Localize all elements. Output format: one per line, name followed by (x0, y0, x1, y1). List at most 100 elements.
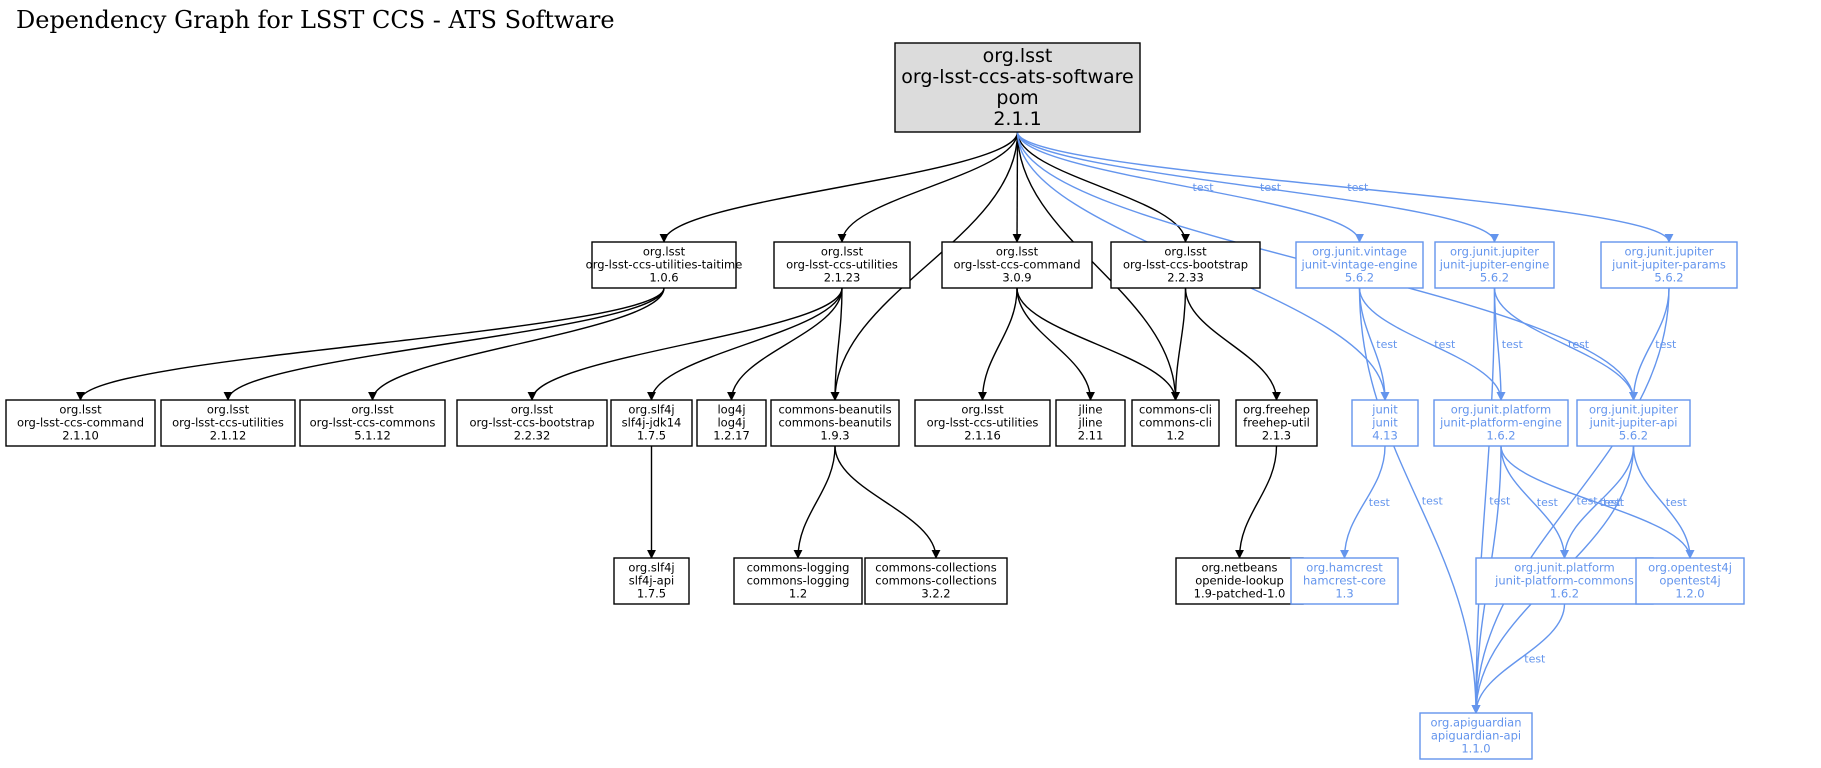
node-label-line: org.lsst (821, 245, 864, 259)
edge-vintage-engine-to-apiguardian (1358, 287, 1481, 714)
node-label-line: apiguardian-api (1431, 729, 1521, 743)
node-box (864, 557, 1008, 605)
node-box (610, 399, 693, 447)
node-label-line: 2.1.23 (824, 271, 861, 285)
edge-label: test (1524, 653, 1546, 666)
edge-freehep-util-to-openide-lookup (1235, 445, 1278, 559)
node-label-line: org.lsst (1164, 245, 1207, 259)
edge-label: test (1666, 496, 1688, 509)
edge-jupiter-api-to-opentest4j (1632, 445, 1695, 559)
node-box (1433, 399, 1569, 447)
node-label-line: org-lsst-ccs-ats-software (901, 66, 1134, 88)
node-label-line: org.lsst (996, 245, 1039, 259)
node-label-line: 1.2.17 (713, 429, 750, 443)
edge-root-to-jupiter-engine (1016, 131, 1499, 243)
node-box (5, 399, 156, 447)
edge-root-to-vintage-engine (1016, 131, 1364, 243)
node-label-line: 1.0.6 (649, 271, 678, 285)
node-label-line: org.lsst (643, 245, 686, 259)
edge-util-2123-to-slf4j-jdk14 (647, 287, 843, 401)
node-label-line: 2.1.1 (993, 108, 1041, 130)
node-label-line: org-lsst-ccs-commons (310, 416, 436, 430)
node-label-line: 3.0.9 (1002, 271, 1031, 285)
node-box (773, 241, 911, 289)
node-box (1600, 241, 1738, 289)
node-commons-collections: commons-collectionscommons-collections3.… (864, 557, 1008, 605)
node-label-line: 1.7.5 (637, 429, 666, 443)
node-label-line: org.junit.jupiter (1625, 245, 1714, 259)
edge-util-2123-to-beanutils (830, 287, 843, 401)
node-label-line: 1.3 (1335, 587, 1353, 601)
node-label-line: 2.2.33 (1167, 271, 1204, 285)
node-label-line: org.hamcrest (1306, 561, 1383, 575)
nodes-layer: org.lsstorg-lsst-ccs-ats-softwarepom2.1.… (5, 42, 1745, 760)
node-label-line: org.lsst (207, 403, 250, 417)
node-box (1351, 399, 1419, 447)
node-box (1295, 241, 1424, 289)
edge-jupiter-engine-to-jupiter-api (1493, 287, 1638, 401)
node-box (914, 399, 1051, 447)
edge-label: test (1193, 181, 1215, 194)
edge-util-taitime-to-commons-5112 (368, 287, 665, 401)
edge-label: test (1422, 495, 1444, 508)
edge-platform-engine-to-platform-commons (1500, 445, 1569, 559)
node-label-line: org.lsst (351, 403, 394, 417)
node-box (1419, 712, 1533, 760)
node-box (160, 399, 296, 447)
edge-platform-commons-to-apiguardian (1471, 603, 1566, 714)
node-label-line: opentest4j (1659, 574, 1720, 588)
node-label-line: jline (1078, 416, 1103, 430)
node-box (1235, 399, 1318, 447)
node-box (1175, 557, 1304, 605)
node-label-line: org.lsst (511, 403, 554, 417)
edge-bootstrap-2233-to-commons-cli (1171, 287, 1187, 401)
edge-label: test (1655, 338, 1677, 351)
node-label-line: 5.6.2 (1480, 271, 1509, 285)
node-label-line: junit-jupiter-params (1611, 258, 1726, 272)
node-label-line: 4.13 (1372, 429, 1398, 443)
node-label-line: hamcrest-core (1303, 574, 1386, 588)
node-platform-engine: org.junit.platformjunit-platform-engine1… (1433, 399, 1569, 447)
graph-title: Dependency Graph for LSST CCS - ATS Soft… (16, 6, 615, 34)
edge-label: test (1376, 338, 1398, 351)
edge-jupiter-params-to-apiguardian (1471, 287, 1670, 714)
node-label-line: openide-lookup (1195, 574, 1284, 588)
node-label-line: 5.6.2 (1654, 271, 1683, 285)
edge-bootstrap-2233-to-freehep-util (1184, 287, 1281, 401)
node-label-line: org.junit.jupiter (1589, 403, 1678, 417)
node-box (1110, 241, 1261, 289)
node-label-line: 2.11 (1078, 429, 1104, 443)
node-label-line: junit-jupiter-engine (1439, 258, 1550, 272)
edge-root-to-beanutils (830, 131, 1019, 401)
edge-util-taitime-to-util-2112 (223, 287, 665, 401)
edge-platform-engine-to-opentest4j (1500, 445, 1695, 559)
node-box (1131, 399, 1220, 447)
node-label-line: org.lsst (961, 403, 1004, 417)
node-label-line: org.slf4j (628, 403, 674, 417)
edge-command-309-to-util-2116 (978, 287, 1018, 401)
node-box (299, 399, 446, 447)
node-label-line: org-lsst-ccs-utilities-taitime (586, 258, 743, 272)
node-label-line: junit-platform-engine (1439, 416, 1562, 430)
edge-util-taitime-to-command-2110 (76, 287, 665, 401)
node-label-line: 2.1.12 (210, 429, 247, 443)
node-label-line: slf4j-jdk14 (622, 416, 682, 430)
node-label-line: log4j (717, 403, 745, 417)
node-label-line: org.lsst (983, 45, 1053, 67)
node-label-line: commons-cli (1139, 416, 1212, 430)
node-label-line: org.junit.platform (1514, 561, 1615, 575)
edge-util-2123-to-log4j (727, 287, 843, 401)
node-label-line: 1.2 (1166, 429, 1184, 443)
node-label-line: org-lsst-ccs-bootstrap (1123, 258, 1248, 272)
